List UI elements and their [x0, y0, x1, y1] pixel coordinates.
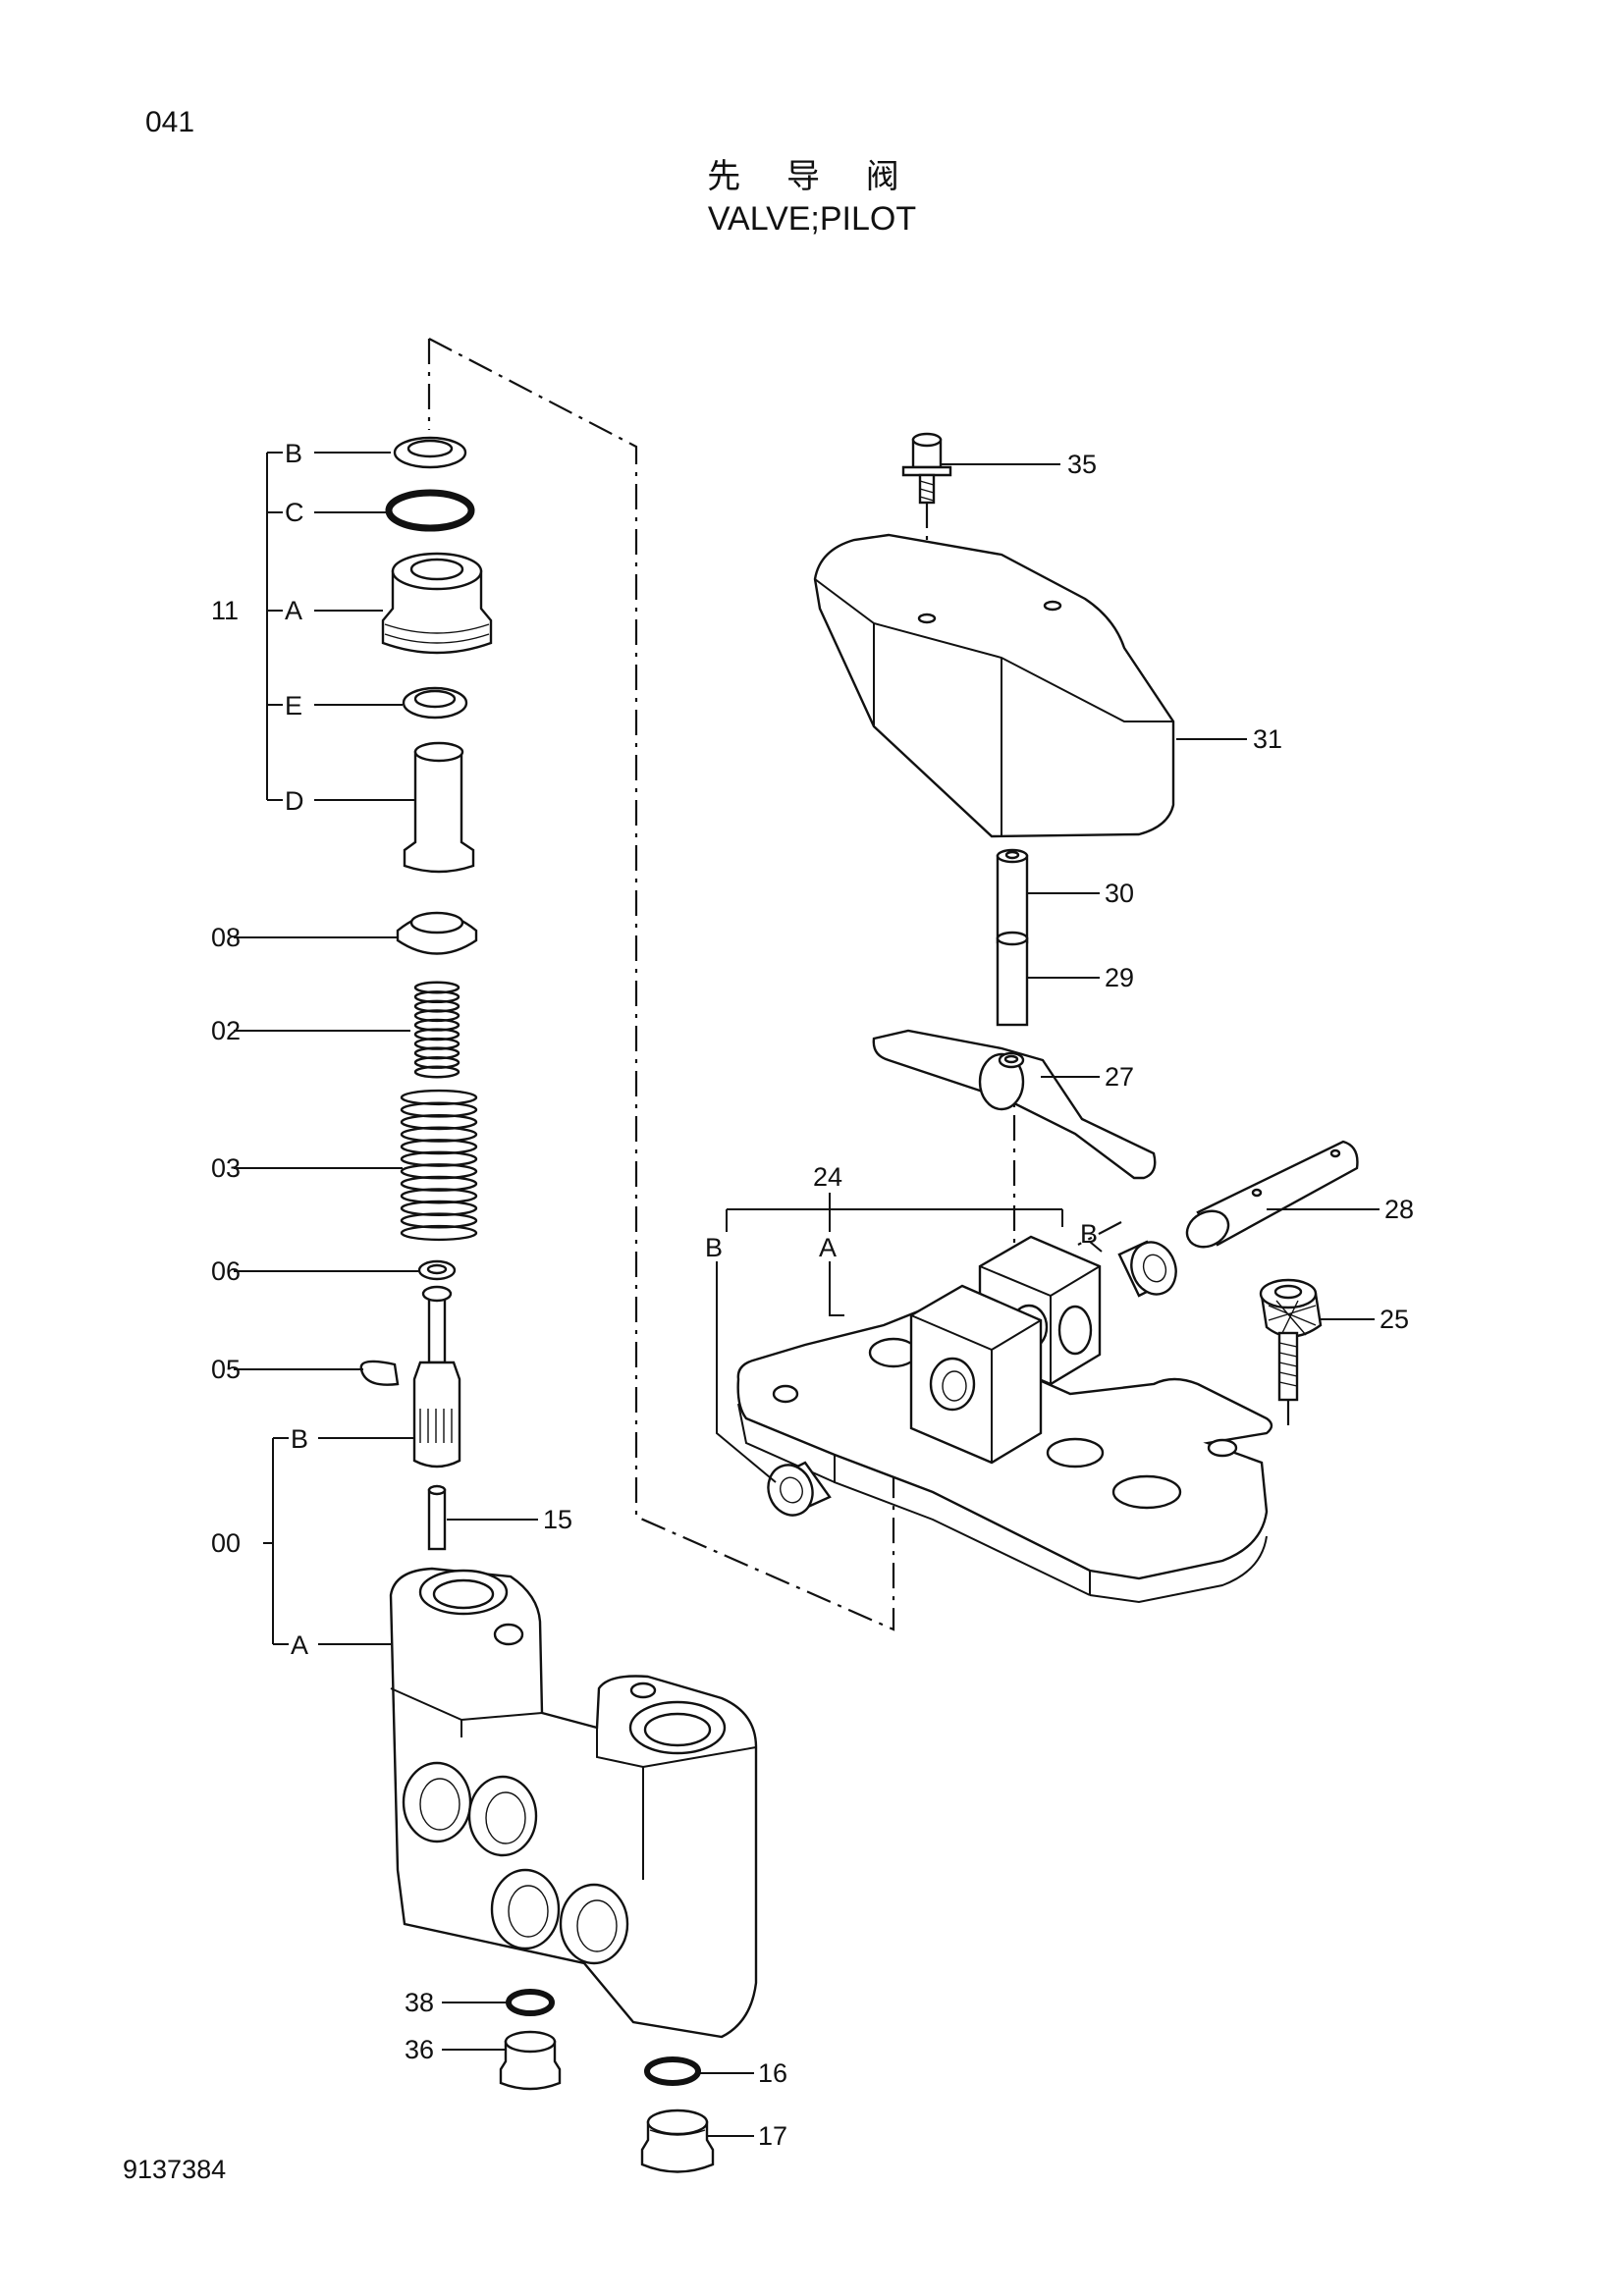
callout-36: 36 — [405, 2035, 434, 2064]
spring-coil — [400, 1200, 478, 1217]
callout-16: 16 — [758, 2058, 787, 2088]
part-38-o-ring — [506, 1989, 555, 2016]
spring-coil — [400, 1163, 478, 1180]
part-30-pin — [996, 848, 1029, 944]
spring-coil — [400, 1150, 478, 1167]
drawing-number: 9137384 — [123, 2155, 227, 2184]
part-11b-seal — [393, 436, 467, 469]
part-17-plug — [640, 2109, 715, 2173]
spring-coil — [413, 1065, 460, 1079]
part-16-o-ring — [644, 2056, 701, 2086]
callout-00-b: B — [291, 1424, 308, 1454]
part-25-socket-screw — [1259, 1278, 1323, 1402]
part-24b-bushing-right — [1117, 1240, 1177, 1298]
spring-coil — [400, 1175, 478, 1192]
part-11a-bushing — [381, 552, 493, 655]
part-24a-bracket-plate — [736, 1235, 1273, 1604]
spring-coil — [400, 1126, 478, 1143]
part-28-shaft — [1185, 1140, 1359, 1249]
part-24b-bushing-left — [767, 1461, 832, 1517]
callout-35: 35 — [1067, 450, 1097, 479]
callout-27: 27 — [1105, 1062, 1134, 1092]
callout-15: 15 — [543, 1505, 572, 1534]
spring-coil — [400, 1212, 478, 1229]
part-27-arm — [872, 1029, 1157, 1180]
callout-08: 08 — [211, 923, 241, 952]
callout-29: 29 — [1105, 963, 1134, 992]
callout-00-a: A — [291, 1630, 308, 1660]
callout-labels: 11 B C A E D 08 02 03 06 05 00 B A 15 38… — [211, 439, 1414, 2151]
callout-28: 28 — [1384, 1195, 1414, 1224]
spring-coil — [400, 1113, 478, 1131]
callout-24: 24 — [813, 1162, 842, 1192]
assembly-reference-line — [427, 338, 895, 1631]
title-english: VALVE;PILOT — [707, 200, 917, 238]
callout-25: 25 — [1380, 1305, 1409, 1334]
spring-coil — [400, 1101, 478, 1118]
callout-11: 11 — [211, 596, 239, 625]
callout-30: 30 — [1105, 879, 1134, 908]
spring-coil — [400, 1224, 478, 1242]
part-00b-spool — [412, 1285, 461, 1468]
callout-leaders — [234, 452, 1380, 2137]
part-11e-seal — [402, 686, 468, 720]
callout-24-b-left: B — [705, 1233, 723, 1262]
page-number: 041 — [145, 106, 195, 138]
part-02-inner-spring — [413, 981, 460, 1079]
callout-17: 17 — [758, 2121, 787, 2151]
part-11c-o-ring — [385, 489, 475, 532]
part-36-plug — [499, 2030, 562, 2091]
part-29-pin — [996, 931, 1029, 1027]
part-31-cover — [813, 533, 1175, 838]
part-35-bolt — [901, 432, 952, 505]
part-08-spring-seat — [396, 911, 478, 955]
callout-03: 03 — [211, 1153, 241, 1183]
callout-11-b: B — [285, 439, 302, 468]
part-05-clip — [359, 1360, 400, 1386]
bushing-alignment-line — [1077, 1221, 1122, 1246]
callout-06: 06 — [211, 1256, 241, 1286]
spring-coil — [400, 1139, 478, 1155]
callout-24-a: A — [819, 1233, 837, 1262]
callout-11-d: D — [285, 786, 304, 816]
callout-00: 00 — [211, 1528, 241, 1558]
part-15-pin — [427, 1484, 447, 1551]
callout-24-b-right: B — [1080, 1219, 1098, 1249]
title-chinese: 先 导 阀 — [707, 157, 917, 196]
callout-02: 02 — [211, 1016, 241, 1045]
part-03-outer-spring — [400, 1089, 478, 1242]
spring-coil — [400, 1089, 478, 1106]
spring-coil — [400, 1188, 478, 1204]
callout-05: 05 — [211, 1355, 241, 1384]
callout-11-c: C — [285, 498, 304, 527]
part-11d-plunger — [403, 741, 475, 874]
part-00a-valve-body — [389, 1567, 758, 2039]
callout-11-a: A — [285, 596, 302, 625]
callout-11-e: E — [285, 691, 302, 721]
part-06-washer — [417, 1259, 457, 1281]
callout-31: 31 — [1253, 724, 1282, 754]
callout-38: 38 — [405, 1988, 434, 2017]
